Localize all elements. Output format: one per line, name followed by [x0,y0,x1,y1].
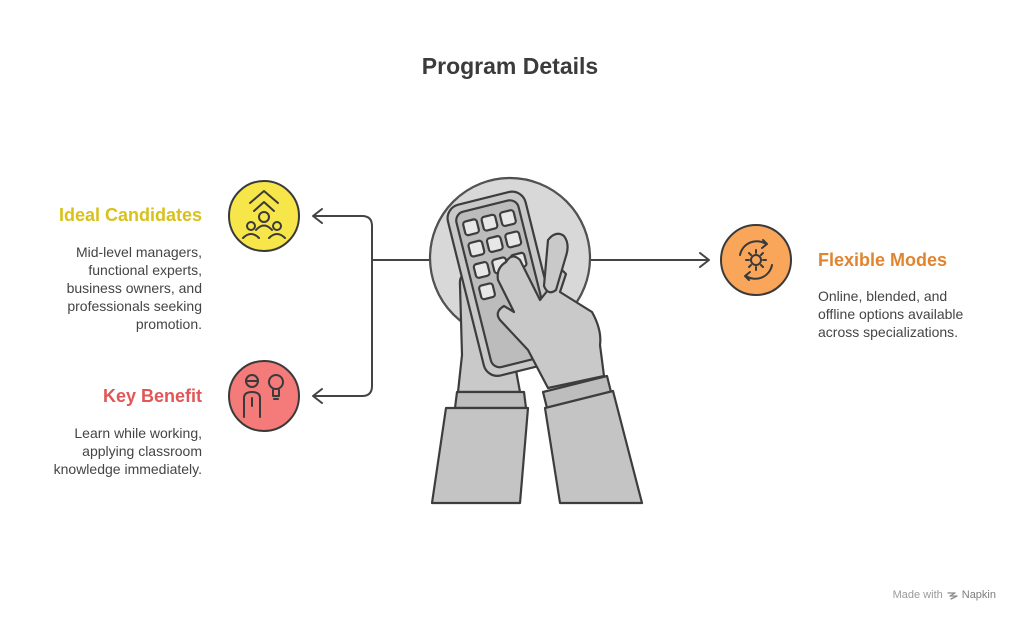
footer-credit[interactable]: Made with Napkin [893,589,996,601]
ideal-candidates-heading: Ideal Candidates [58,205,202,225]
flexible-modes-text: Online, blended, and offline options ava… [818,288,964,340]
napkin-logo-icon [947,591,958,600]
ideal-candidates-text: Mid-level managers, functional experts, … [66,244,202,332]
connector-ideal [313,215,433,261]
learner-idea-icon [228,360,300,432]
hand-calculator-icon [428,176,644,505]
arrowhead-benefit [312,388,323,404]
footer-prefix: Made with [892,589,943,601]
connector-lines [312,208,710,404]
connector-benefit [313,259,373,397]
page-title: Program Details [421,53,599,79]
growth-team-icon [228,180,300,252]
right-hand [496,255,606,390]
key-benefit-heading: Key Benefit [102,386,202,406]
arrowhead-flexible [699,252,710,268]
footer-brand: Napkin [961,589,996,601]
right-arm [543,389,644,505]
left-sleeve [453,390,528,410]
arrowhead-ideal [312,208,323,224]
flexible-modes-heading: Flexible Modes [818,250,948,270]
left-arm [430,406,530,505]
key-benefit-text: Learn while working, applying classroom … [53,425,202,477]
cycle-gear-icon [720,224,792,296]
right-thumb [542,232,569,294]
